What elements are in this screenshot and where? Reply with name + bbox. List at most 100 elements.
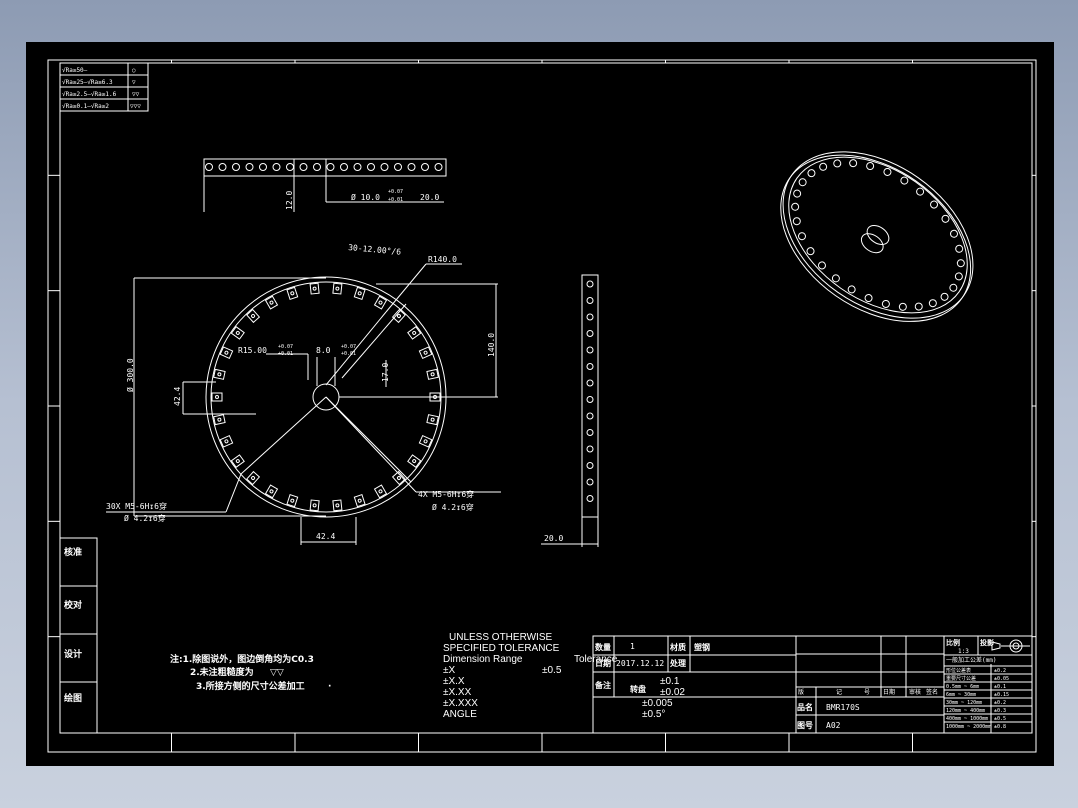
header-col-6: 签名 (926, 688, 938, 696)
slot (246, 470, 261, 486)
tol-value-3: ±0.02 (660, 687, 685, 698)
outer-radius-label: R140.0 (428, 255, 457, 264)
slot (332, 499, 343, 512)
iso-slot (941, 214, 950, 223)
surface-row-1: √Ra≥50— (62, 67, 88, 74)
tol-range-5: ANGLE (443, 709, 477, 720)
slot (426, 368, 439, 380)
slot (407, 326, 422, 340)
general-tol-value: ±0.2 (994, 700, 1006, 706)
surface-mark-2: ▽ (132, 79, 136, 86)
design-label: 设计 (64, 648, 82, 660)
tol-line-3b: Tolerance (574, 654, 618, 665)
section-hole (218, 163, 227, 171)
key-depth-label: 17.0 (381, 363, 390, 382)
slot (246, 308, 261, 324)
center-tol-upper: +0.07 (278, 344, 293, 350)
section-hole (353, 163, 362, 171)
general-tol-range: 6mm ~ 30mm (946, 692, 976, 698)
general-tol-value: ±0.8 (994, 724, 1006, 730)
tol-range-3: ±X.XX (443, 687, 472, 698)
header-col-3: 号 (864, 689, 870, 696)
name-value: BMR170S (826, 703, 860, 712)
section-hole (367, 163, 375, 171)
draw-label: 绘图 (64, 692, 82, 704)
iso-slot (916, 187, 925, 196)
pattern-angle-label: 30-12.00°/6 (348, 243, 402, 257)
tol-range-4: ±X.XXX (443, 698, 478, 709)
key-tol-upper: +0.07 (341, 344, 356, 350)
drawing-sheet: √Ra≥50— ○ √Ra≥25—√Ra≥6.3 ▽ √Ra≥2.5—√Ra≥1… (26, 42, 1054, 766)
section-hole (421, 163, 429, 171)
tol-value-5: ±0.5° (642, 709, 665, 720)
side-hole (586, 313, 594, 321)
slot (264, 295, 279, 310)
section-hole (313, 163, 321, 171)
iso-slot (949, 283, 958, 292)
material-value: 塑钢 (694, 642, 710, 652)
iso-slot (928, 299, 937, 308)
slot (309, 282, 320, 295)
iso-slot (797, 232, 806, 241)
inner-frame (59, 62, 1033, 734)
general-tol-title: 一般加工公差(mm) (946, 656, 996, 664)
header-col-2: 记 (836, 689, 842, 696)
date-label: 日期 (595, 658, 611, 668)
height-140-label: 140.0 (487, 333, 496, 357)
tolerance-block: UNLESS OTHERWISE SPECIFIED TOLERANCE Dim… (443, 632, 685, 720)
cad-drawing: √Ra≥50— ○ √Ra≥25—√Ra≥6.3 ▽ √Ra≥2.5—√Ra≥1… (47, 59, 1037, 753)
thread-30-label: 30X M5-6H↧6穿 (106, 501, 167, 511)
section-hole (340, 163, 348, 171)
general-tol-value: ±0.15 (994, 692, 1009, 698)
iso-slot (900, 176, 909, 185)
drawing-no-value: A02 (826, 721, 841, 730)
note-line-2-mark: ▽▽ (270, 668, 284, 678)
iso-slot (940, 292, 949, 301)
iso-slot (819, 162, 828, 171)
slot (286, 286, 299, 300)
slot (219, 434, 234, 448)
title-block: 数量 1 材质 塑钢 日期 2017.12.12 处理 备注 转盘 版 记 号 … (592, 635, 1033, 734)
key-tol-lower: +0.01 (341, 351, 356, 357)
hole-callout: Ø 10.0 (351, 192, 380, 202)
iso-slot (883, 167, 892, 176)
slot (230, 326, 245, 340)
iso-slot (950, 229, 959, 238)
general-tol-range: 120mm ~ 400mm (946, 708, 985, 714)
surface-row-3: √Ra≥2.5—√Ra≥1.6 (62, 91, 117, 98)
qty-label: 数量 (595, 642, 611, 652)
iso-slot (806, 247, 815, 256)
slot (418, 434, 433, 448)
iso-slot (791, 202, 800, 211)
slot (426, 414, 439, 426)
slot (332, 282, 343, 295)
side-hole (586, 495, 594, 502)
hole-tol-lower: +0.01 (388, 197, 403, 203)
iso-slot (817, 261, 826, 270)
general-tol-value: ±0.05 (994, 676, 1009, 682)
iso-slot (930, 200, 939, 209)
side-hole (586, 346, 594, 354)
header-col-1: 版 (798, 688, 804, 696)
slot (373, 484, 388, 499)
surface-row-4: √Ra≥0.1—√Ra≥2 (62, 103, 109, 110)
section-hole (380, 163, 389, 171)
general-tol-value: ±0.1 (994, 684, 1006, 690)
iso-slot (881, 299, 890, 308)
name-label: 品名 (797, 702, 813, 712)
projection-symbol-icon (991, 639, 1030, 653)
material-label: 材质 (670, 642, 686, 652)
iso-slot (914, 302, 923, 311)
slot (373, 295, 388, 310)
offset-42-h-label: 42.4 (316, 532, 335, 541)
date-value: 2017.12.12 (616, 659, 664, 668)
plan-view: Ø 300.0 140.0 42.4 42.4 R15.00 +0.07 +0.… (106, 243, 501, 545)
section-hole (245, 163, 254, 171)
slot (219, 346, 234, 360)
slot (264, 484, 279, 499)
scale-value: 1:3 (958, 648, 969, 655)
header-col-5: 审核 (909, 688, 921, 696)
tol-value-1: ±0.5 (542, 665, 562, 676)
section-hole (299, 163, 308, 171)
general-tol-range: 重要尺寸公差 (946, 675, 976, 682)
